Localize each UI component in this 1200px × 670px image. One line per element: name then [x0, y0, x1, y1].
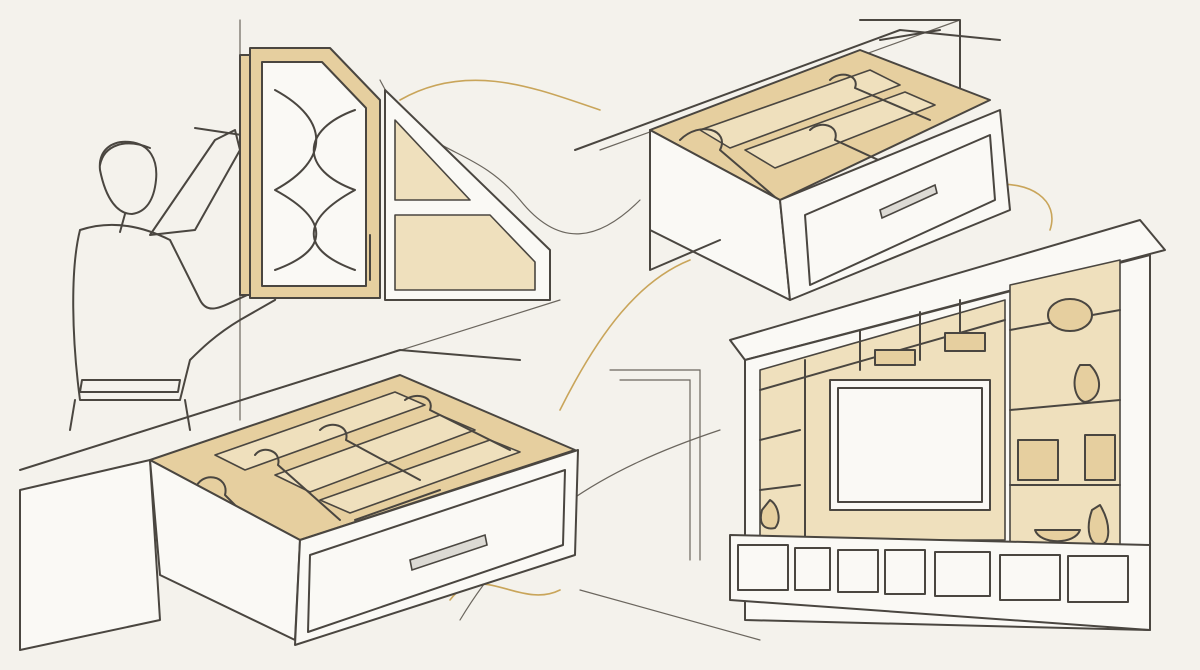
- vase-icon: [1047, 298, 1093, 332]
- drawer-handle: [879, 183, 938, 220]
- utensil-drawer-top: [574, 19, 1011, 301]
- vase-icon: [1073, 364, 1100, 403]
- bowl-icon: [1034, 529, 1081, 543]
- entertainment-unit: [729, 219, 1166, 631]
- tv-screen: [829, 379, 991, 511]
- wall-cabinet: [239, 47, 551, 301]
- drawer-handle: [409, 533, 488, 572]
- measuring-tape: [239, 54, 251, 296]
- utensil-drawer-bottom: [19, 349, 579, 651]
